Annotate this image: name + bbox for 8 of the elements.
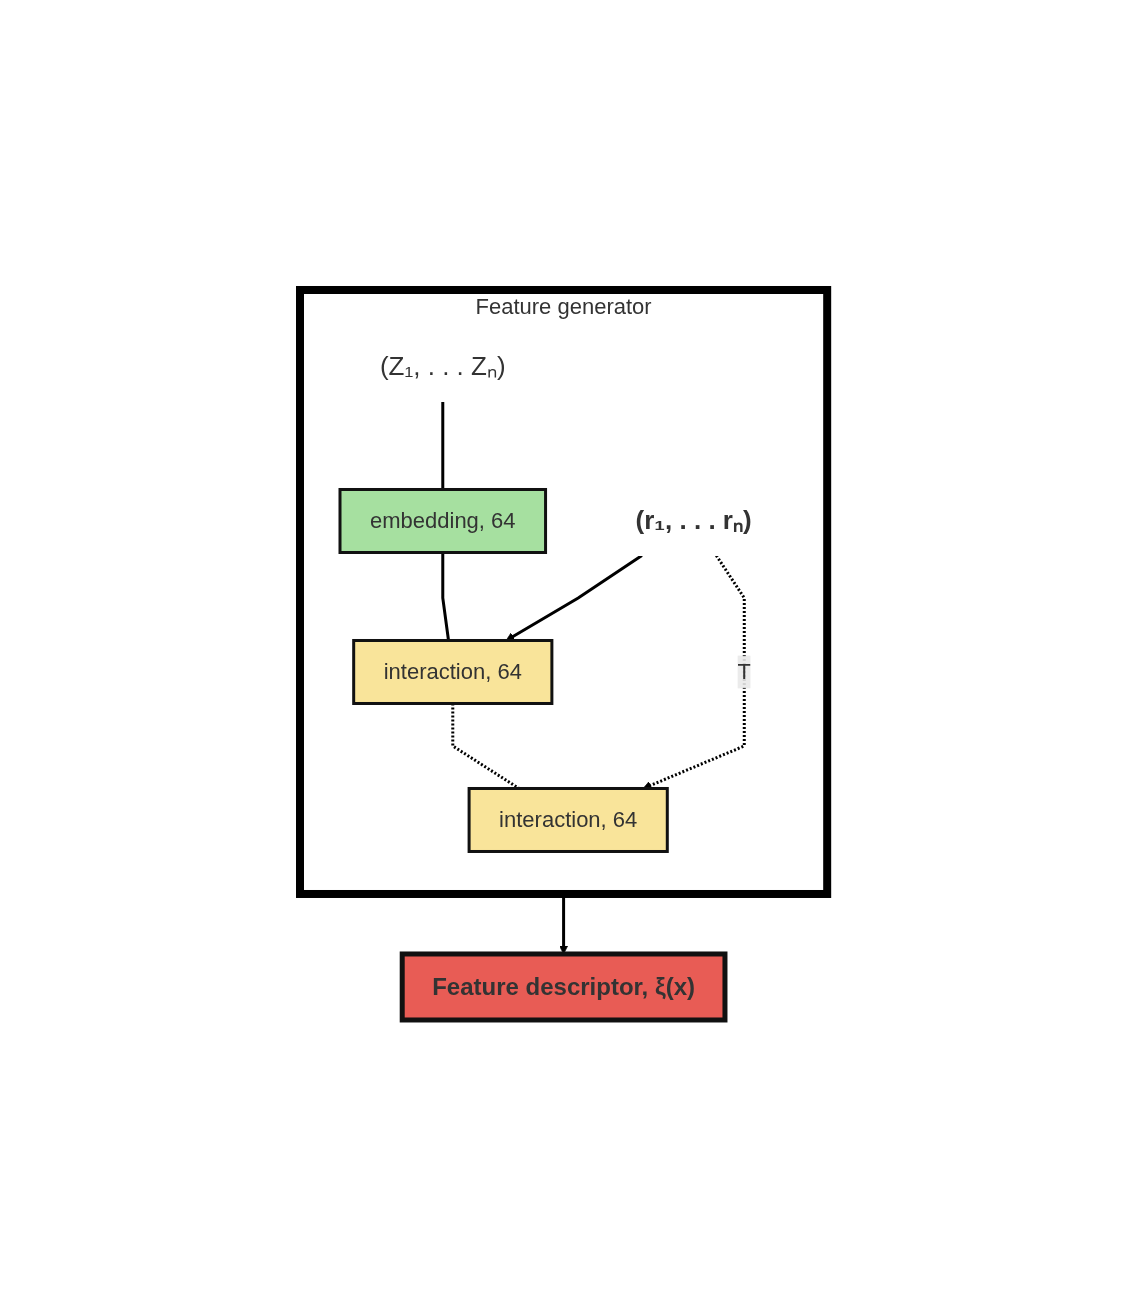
node-box: Feature descriptor, ξ(x) bbox=[400, 951, 728, 1022]
node-text: (r₁, . . . rₙ) bbox=[635, 505, 753, 535]
edge-label: T bbox=[737, 658, 752, 684]
node-text: (Z₁, . . . Zₙ) bbox=[380, 351, 507, 381]
node-box: interaction, 64 bbox=[352, 638, 554, 705]
node-box: interaction, 64 bbox=[468, 786, 670, 853]
node-box: embedding, 64 bbox=[338, 487, 548, 554]
connector bbox=[441, 401, 445, 489]
